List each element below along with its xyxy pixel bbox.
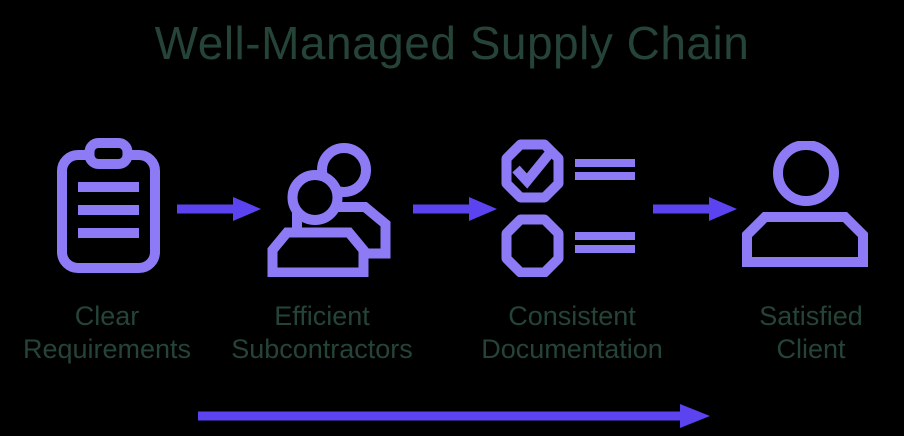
- step-label-line: Requirements: [22, 334, 192, 364]
- diagram-title: Well-Managed Supply Chain: [154, 17, 750, 69]
- arrow-right-icon: [413, 197, 497, 221]
- step-label-line: Efficient: [274, 301, 370, 331]
- team-icon: [267, 143, 391, 277]
- step-label-line: Consistent: [508, 301, 636, 331]
- step-label-line: Client: [776, 334, 846, 364]
- step-label-line: Clear: [74, 301, 140, 331]
- step-label-line: Satisfied: [759, 301, 863, 331]
- person-icon: [742, 141, 868, 267]
- timeline-arrow-right-icon: [198, 404, 710, 428]
- step-label-line: Documentation: [481, 334, 663, 364]
- step-label-satisfied-client: Satisfied Client: [759, 300, 863, 366]
- step-label-clear-requirements: Clear Requirements: [23, 300, 191, 366]
- step-label-line: Subcontractors: [231, 334, 413, 364]
- checklist-icon: [501, 139, 635, 277]
- clipboard-icon: [57, 138, 160, 273]
- step-label-efficient-subcontractors: Efficient Subcontractors: [231, 300, 413, 366]
- step-label-consistent-documentation: Consistent Documentation: [481, 300, 663, 366]
- arrow-right-icon: [177, 197, 261, 221]
- arrow-right-icon: [653, 197, 737, 221]
